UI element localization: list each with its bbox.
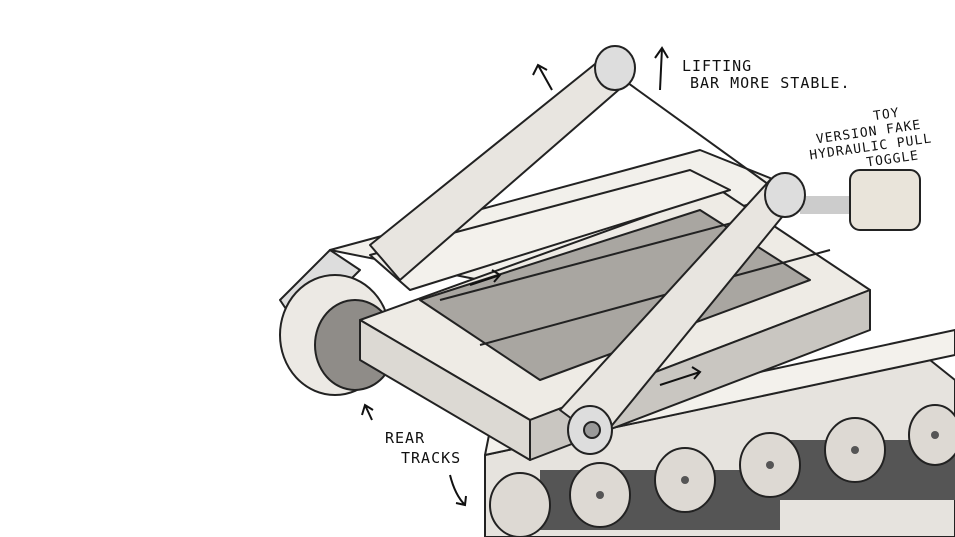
note-line: REAR xyxy=(385,429,426,447)
front-tracks xyxy=(484,329,955,537)
note-line: LIFTING xyxy=(682,57,753,75)
note-line: BAR MORE STABLE. xyxy=(690,74,851,92)
lifting-arms xyxy=(369,45,806,455)
note-line: TRACKS xyxy=(401,449,462,467)
rear-tracks-note: REAR TRACKS xyxy=(385,428,461,468)
annotation-arrows xyxy=(361,46,702,507)
